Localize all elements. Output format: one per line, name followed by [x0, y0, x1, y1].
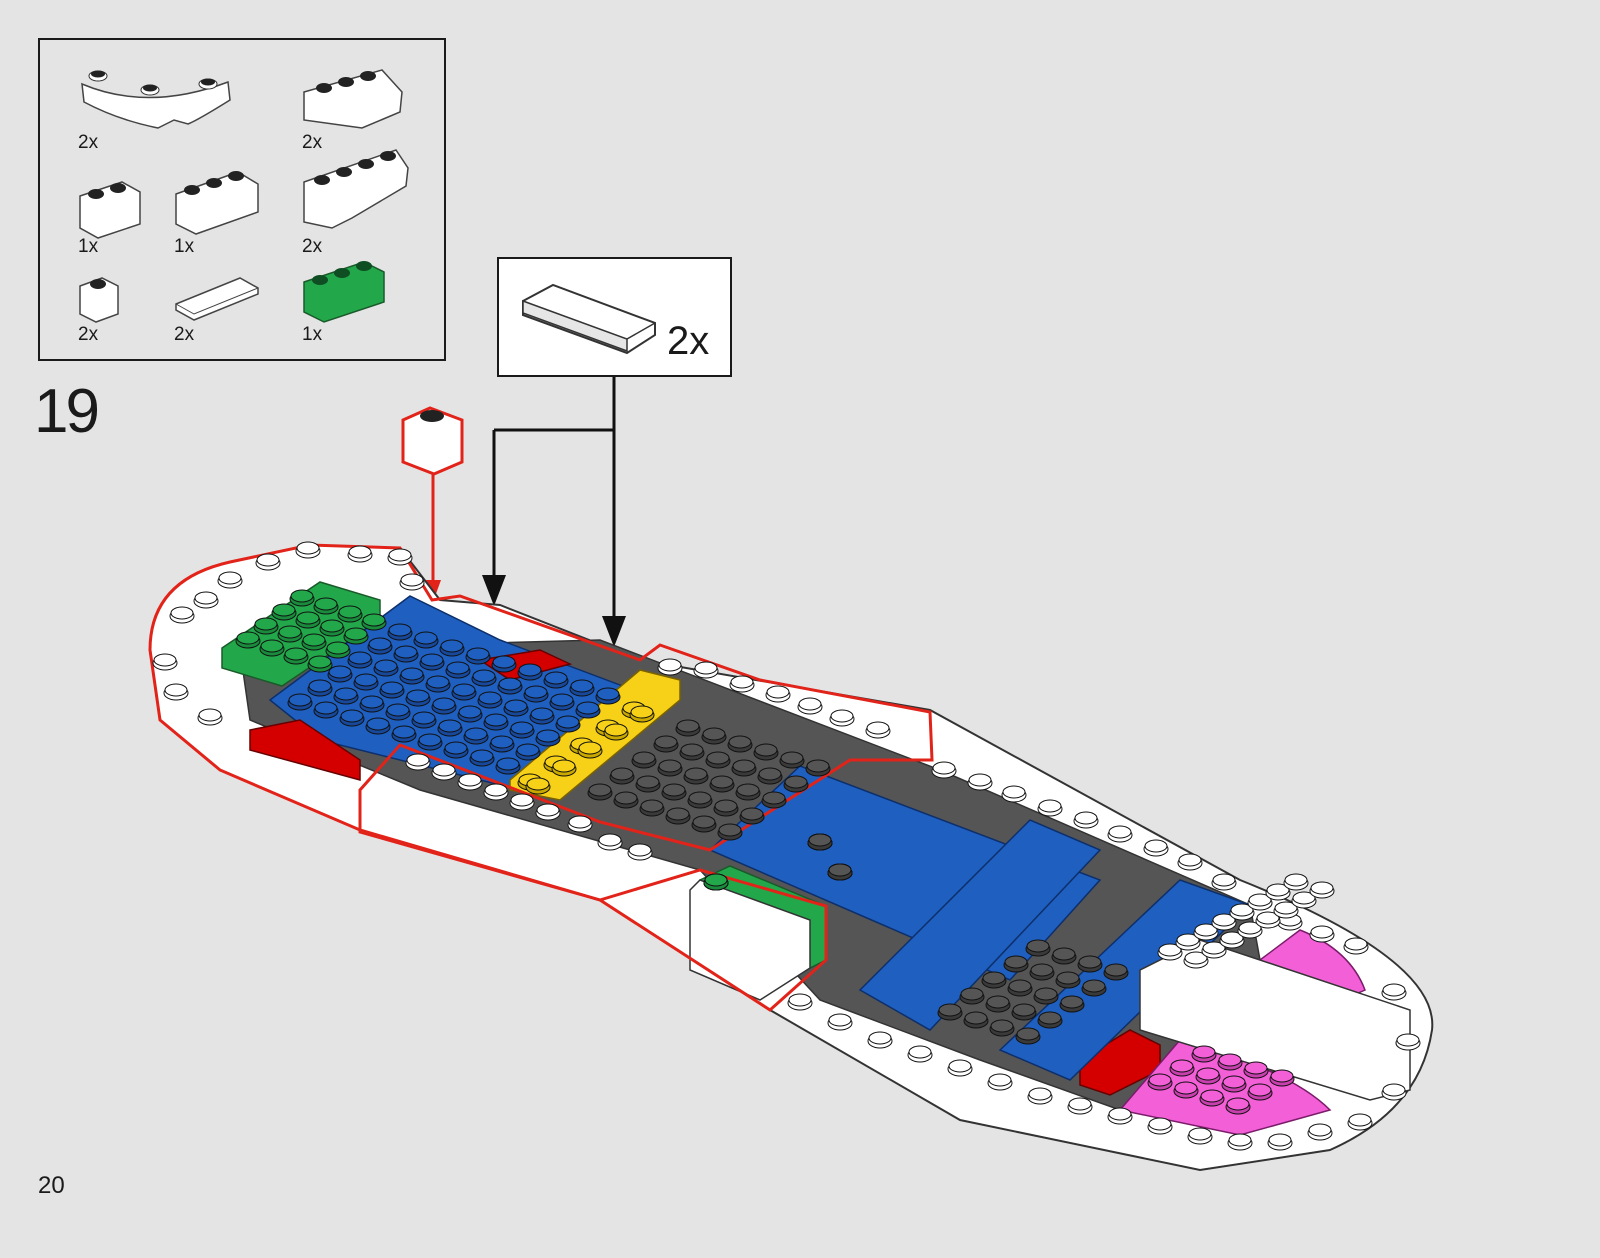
page-number: 20	[38, 1172, 65, 1200]
arrow-down-icon	[482, 575, 506, 606]
